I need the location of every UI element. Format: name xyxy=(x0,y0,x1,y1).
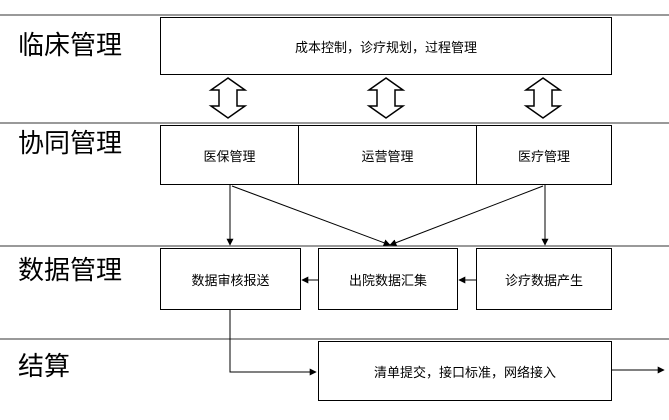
arrow-review-to-settlement xyxy=(229,310,317,376)
layer-label-clinical: 临床管理 xyxy=(18,31,123,61)
arrow-medical-to-aggregation xyxy=(389,185,544,246)
double-arrow-right xyxy=(523,77,563,119)
double-arrow-left xyxy=(208,77,248,119)
box-diagnosis-data-generation: 诊疗数据产生 xyxy=(476,248,612,310)
layer-label-settlement: 结算 xyxy=(18,352,71,382)
box-operations-mgmt: 运营管理 xyxy=(298,125,477,185)
box-data-review-submit: 数据审核报送 xyxy=(160,248,301,310)
layer-label-collaborative: 协同管理 xyxy=(18,129,123,159)
box-settlement: 清单提交，接口标准，网络接入 xyxy=(318,341,612,401)
box-insurance-mgmt: 医保管理 xyxy=(160,125,299,185)
box-clinical-top: 成本控制，诊疗规划，过程管理 xyxy=(160,17,612,75)
box-discharge-data-aggregation: 出院数据汇集 xyxy=(318,248,458,310)
layer-label-data: 数据管理 xyxy=(18,256,123,286)
box-medical-mgmt: 医疗管理 xyxy=(476,125,612,185)
arrow-insurance-to-aggregation xyxy=(231,185,391,247)
double-arrow-center xyxy=(366,77,406,119)
